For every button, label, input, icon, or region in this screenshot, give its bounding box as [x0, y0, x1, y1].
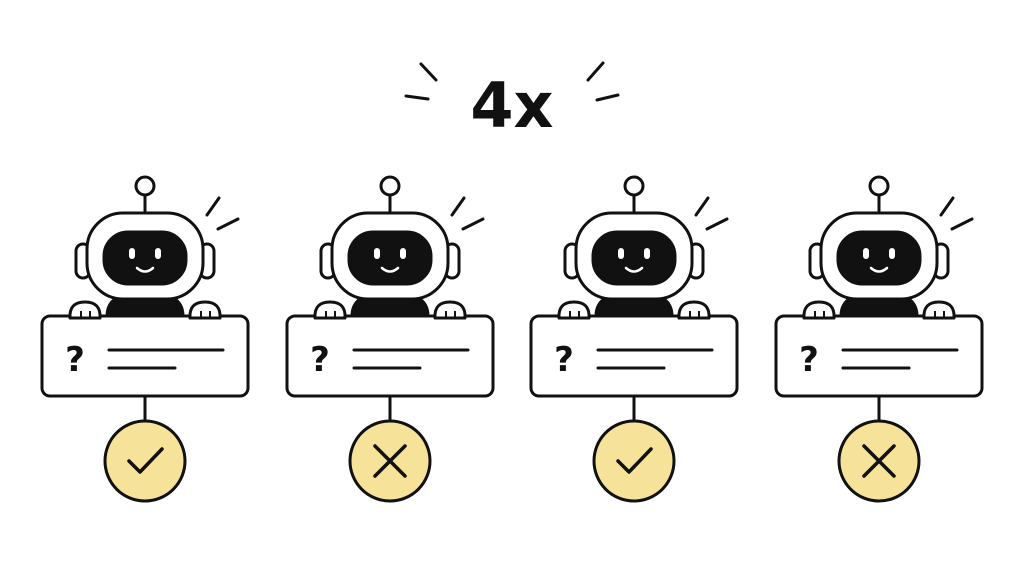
x-icon [373, 444, 407, 478]
robot-icon [74, 175, 216, 318]
robot-icon [319, 175, 461, 318]
spark-icon [694, 196, 729, 231]
question-mark-label: ? [65, 340, 85, 380]
correct-badge [592, 419, 676, 503]
title-label: 4x [470, 69, 553, 142]
robot-hands-icon [313, 300, 467, 320]
question-mark-label: ? [310, 340, 330, 380]
robot-panel: ? [40, 175, 250, 503]
title-burst-icon [404, 61, 620, 102]
spark-icon [205, 196, 240, 231]
incorrect-badge [348, 419, 432, 503]
panel-row: ???? [40, 175, 984, 503]
question-card: ? [774, 314, 984, 398]
question-mark-label: ? [554, 340, 574, 380]
robot-panel: ? [774, 175, 984, 503]
robot-hands-icon [557, 300, 711, 320]
question-card: ? [40, 314, 250, 398]
incorrect-badge [837, 419, 921, 503]
robot-panel: ? [285, 175, 495, 503]
title-group: 4x [404, 61, 620, 142]
question-mark-label: ? [799, 340, 819, 380]
question-card: ? [529, 314, 739, 398]
correct-badge [103, 419, 187, 503]
robot-icon [563, 175, 705, 318]
robot-icon [808, 175, 950, 318]
robot-panel: ? [529, 175, 739, 503]
x-icon [862, 444, 896, 478]
robot-hands-icon [802, 300, 956, 320]
spark-icon [450, 196, 485, 231]
check-icon [127, 447, 164, 474]
robot-hands-icon [68, 300, 222, 320]
question-card: ? [285, 314, 495, 398]
check-icon [616, 447, 653, 474]
spark-icon [939, 196, 974, 231]
